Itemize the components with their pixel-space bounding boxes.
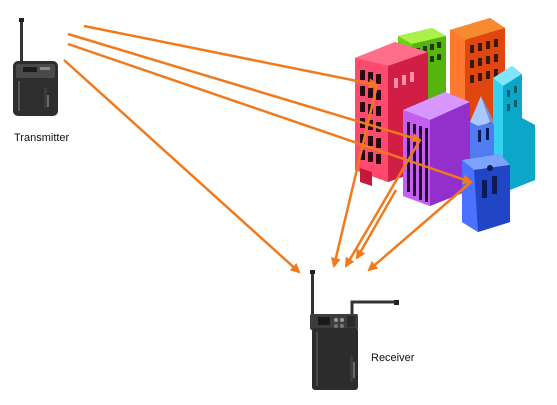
receiver-antenna-right: [350, 300, 396, 318]
tx-to-red-building-arrow: [83, 24, 379, 89]
blue-to-rx-arrow: [367, 181, 472, 272]
blue-tower: [462, 96, 510, 232]
red-to-rx-arrow: [330, 84, 379, 268]
receiver-antenna-left: [311, 272, 314, 318]
tx-to-rx-direct-arrow: [63, 59, 301, 274]
city-buildings: [355, 18, 535, 232]
transmitter-device: [13, 18, 58, 116]
receiver-device: [310, 270, 399, 390]
tx-to-purple-building-arrow: [67, 32, 422, 143]
transmitter-antenna: [20, 20, 23, 62]
transmitter-label: Transmitter: [14, 132, 70, 144]
purple-to-rx-arrow: [344, 139, 422, 268]
receiver-label: Receiver: [371, 352, 415, 364]
tx-to-blue-tower-arrow: [67, 42, 473, 185]
purple-building: [403, 92, 470, 206]
receiver-body: [312, 328, 358, 390]
signal-paths: [63, 24, 473, 274]
purple2-to-rx-arrow: [355, 189, 398, 260]
